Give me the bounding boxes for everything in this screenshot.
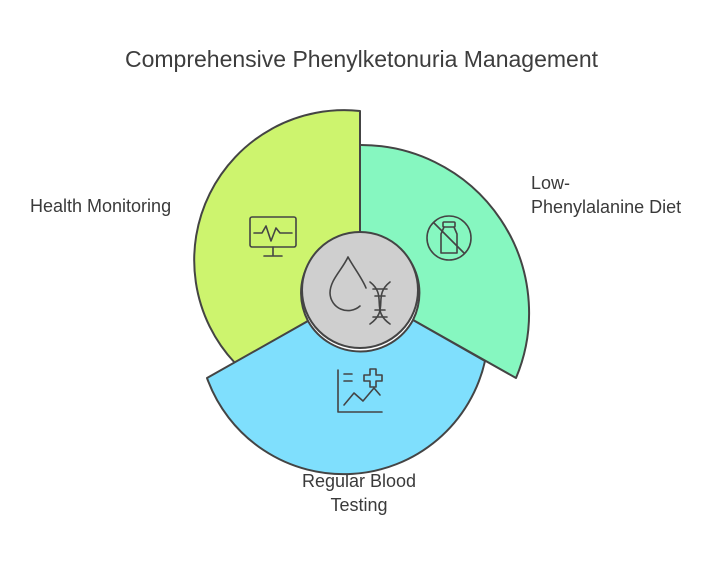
blood-drop-dna-icon xyxy=(329,256,391,325)
label-line: Testing xyxy=(330,495,388,515)
label-low-phenylalanine-diet: Low- Phenylalanine Diet xyxy=(531,171,721,219)
label-line: Phenylalanine Diet xyxy=(531,197,682,217)
center-circle xyxy=(301,231,419,349)
diagram-title: Comprehensive Phenylketonuria Management xyxy=(124,46,599,72)
label-regular-blood-testing: Regular Blood Testing xyxy=(270,469,448,517)
label-line: Regular Blood xyxy=(301,471,417,491)
no-bottle-icon xyxy=(426,215,472,261)
label-health-monitoring: Health Monitoring xyxy=(30,194,200,218)
label-line: Health Monitoring xyxy=(30,196,172,216)
label-line: Low- xyxy=(531,173,571,193)
chart-plus-icon xyxy=(337,368,383,413)
segment-regular-blood-testing xyxy=(206,319,486,476)
monitor-heartbeat-icon xyxy=(249,216,297,257)
